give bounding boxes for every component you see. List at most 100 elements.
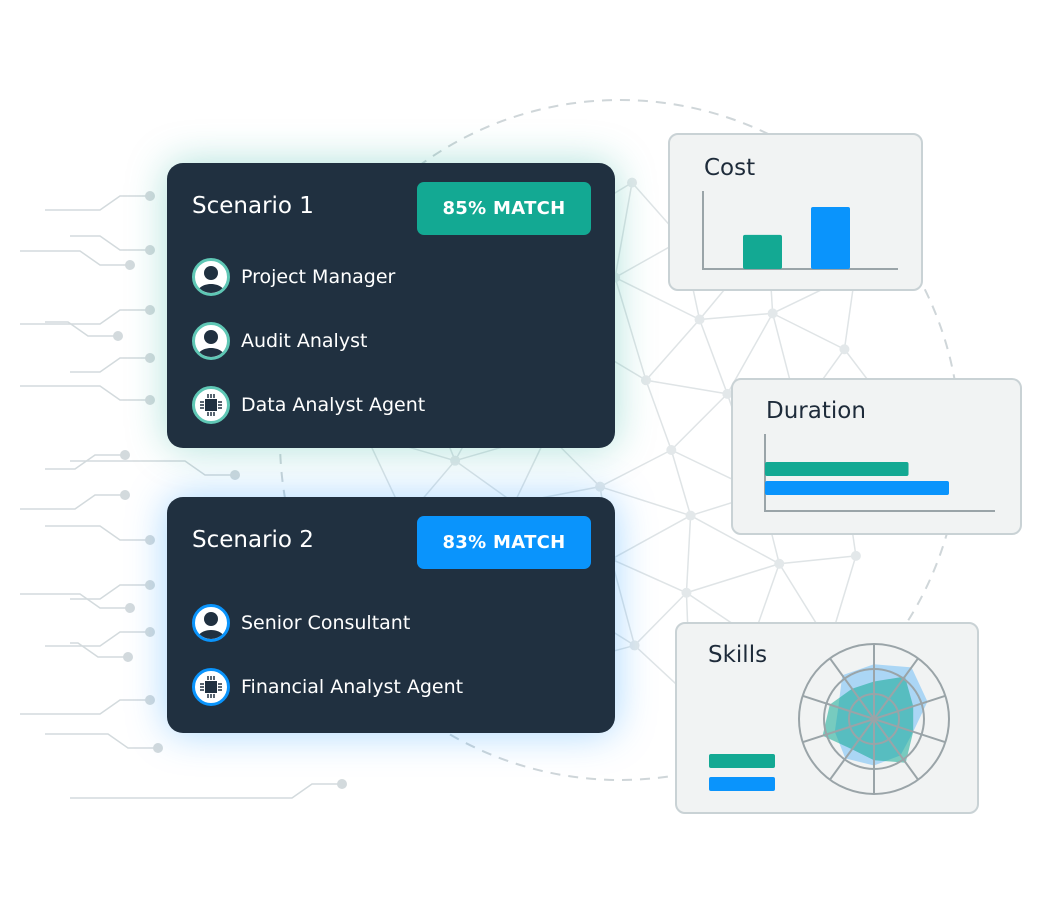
circuit-trace bbox=[70, 642, 128, 658]
circuit-node bbox=[337, 779, 347, 789]
chip-icon bbox=[192, 386, 230, 424]
legend-swatch bbox=[709, 777, 775, 791]
network-node bbox=[774, 558, 785, 569]
match-badge: 85% MATCH bbox=[417, 182, 591, 235]
network-edge bbox=[610, 514, 691, 560]
circuit-node bbox=[145, 191, 155, 201]
member-item: Financial Analyst Agent bbox=[192, 668, 463, 706]
member-label: Senior Consultant bbox=[241, 612, 411, 634]
circuit-node bbox=[145, 353, 155, 363]
network-edge bbox=[690, 514, 780, 565]
radar-spoke bbox=[802, 694, 875, 720]
circuit-trace bbox=[45, 195, 150, 211]
network-edge bbox=[698, 319, 729, 395]
member-item: Senior Consultant bbox=[192, 604, 410, 642]
member-item: Audit Analyst bbox=[192, 322, 367, 360]
circuit-node bbox=[145, 535, 155, 545]
circuit-trace bbox=[20, 309, 150, 325]
circuit-node bbox=[145, 695, 155, 705]
cost-panel: Cost bbox=[668, 133, 923, 291]
skills-chart bbox=[709, 643, 950, 795]
circuit-node bbox=[153, 743, 163, 753]
cost-chart bbox=[702, 191, 898, 270]
network-node bbox=[627, 177, 638, 188]
network-node bbox=[839, 344, 850, 355]
network-node bbox=[640, 375, 651, 386]
person-icon bbox=[192, 258, 230, 296]
network-edge bbox=[611, 558, 687, 594]
circuit-trace bbox=[70, 357, 150, 373]
axis bbox=[764, 434, 995, 512]
member-label: Data Analyst Agent bbox=[241, 394, 426, 416]
network-edge bbox=[645, 318, 701, 381]
network-edge bbox=[454, 460, 515, 504]
circuit-trace bbox=[70, 783, 342, 799]
circuit-node bbox=[145, 305, 155, 315]
circuit-trace bbox=[45, 321, 118, 337]
circuit-node bbox=[145, 245, 155, 255]
radar-spoke bbox=[873, 694, 946, 720]
circuit-trace bbox=[45, 631, 150, 647]
network-edge bbox=[685, 515, 692, 593]
network-edge bbox=[614, 277, 647, 381]
circuit-node bbox=[120, 450, 130, 460]
network-edge bbox=[645, 379, 728, 395]
network-edge bbox=[634, 592, 687, 646]
circuit-trace bbox=[20, 385, 150, 401]
circuit-node bbox=[145, 580, 155, 590]
circuit-trace bbox=[20, 494, 125, 510]
network-edge bbox=[599, 485, 691, 517]
network-edge bbox=[610, 558, 636, 646]
panel-title: Skills bbox=[708, 642, 768, 668]
circuit-node bbox=[123, 652, 133, 662]
person-icon bbox=[192, 322, 230, 360]
match-badge: 83% MATCH bbox=[417, 516, 591, 569]
network-edge bbox=[686, 563, 780, 594]
chip-icon bbox=[192, 668, 230, 706]
radar-spoke bbox=[829, 657, 875, 720]
legend-swatch bbox=[709, 754, 775, 768]
network-node bbox=[722, 388, 733, 399]
circuit-node bbox=[120, 490, 130, 500]
radar-spoke bbox=[873, 718, 919, 781]
circuit-trace bbox=[20, 250, 130, 266]
circuit-trace bbox=[45, 454, 125, 470]
network-edge bbox=[599, 449, 672, 488]
member-label: Audit Analyst bbox=[241, 330, 368, 352]
network-node bbox=[694, 314, 705, 325]
member-label: Project Manager bbox=[241, 266, 396, 288]
circuit-trace bbox=[20, 699, 150, 715]
circuit-trace bbox=[45, 733, 158, 749]
circuit-node bbox=[145, 627, 155, 637]
circuit-node bbox=[125, 603, 135, 613]
network-node bbox=[666, 445, 677, 455]
scenario-title: Scenario 1 bbox=[192, 193, 314, 219]
duration-chart bbox=[764, 434, 995, 512]
circuit-node bbox=[145, 395, 155, 405]
member-item: Project Manager bbox=[192, 258, 395, 296]
network-edge bbox=[699, 312, 773, 321]
cost-bar bbox=[811, 207, 850, 269]
network-node bbox=[629, 640, 640, 651]
circuit-trace bbox=[20, 593, 130, 609]
member-label: Financial Analyst Agent bbox=[241, 676, 464, 698]
scenario-card-1[interactable]: Scenario 1 85% MATCH Project Manager Aud… bbox=[167, 163, 615, 448]
network-node bbox=[767, 308, 778, 319]
circuit-node bbox=[125, 260, 135, 270]
network-node bbox=[595, 481, 606, 492]
axis bbox=[702, 191, 898, 270]
skills-panel: Skills bbox=[675, 622, 979, 814]
circuit-trace bbox=[70, 460, 235, 476]
network-node bbox=[850, 550, 861, 561]
radar-spoke bbox=[873, 657, 919, 720]
circuit-trace bbox=[70, 235, 150, 251]
cost-bar bbox=[743, 234, 782, 269]
network-node bbox=[681, 587, 692, 598]
panel-title: Cost bbox=[704, 155, 756, 181]
person-icon bbox=[192, 604, 230, 642]
duration-panel: Duration bbox=[731, 378, 1022, 535]
network-edge bbox=[670, 393, 728, 451]
scenario-card-2[interactable]: Scenario 2 83% MATCH Senior Consultant F… bbox=[167, 497, 615, 733]
circuit-node bbox=[113, 331, 123, 341]
network-edge bbox=[645, 380, 673, 451]
